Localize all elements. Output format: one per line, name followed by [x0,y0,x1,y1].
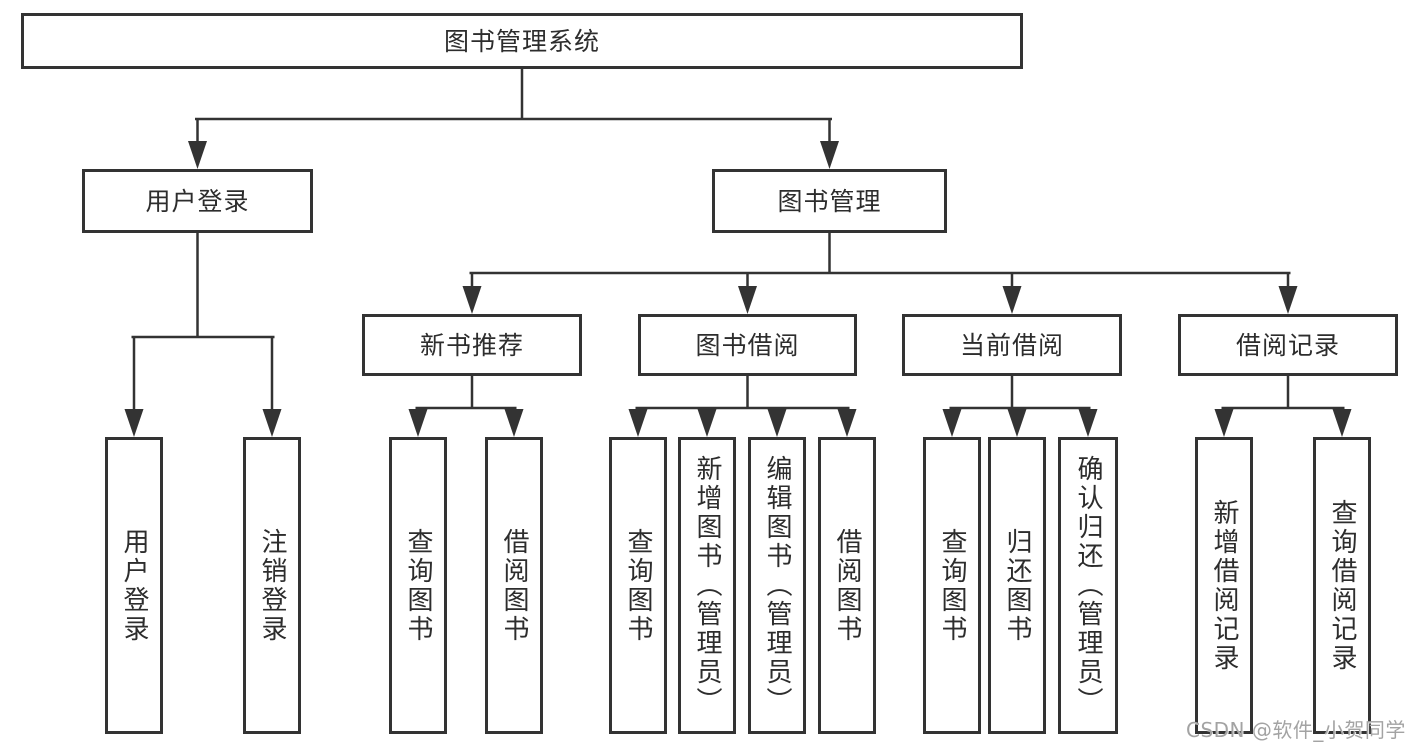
diagram-node-cb-confirm-return: 确认归还（管理员） [1058,437,1118,734]
arrowhead [262,409,282,437]
node-label-cb-confirm-return: 确认归还（管理员） [1073,455,1103,716]
arrowhead [408,409,428,437]
node-label-bb-edit-book: 编辑图书（管理员） [762,455,792,716]
arrowhead [942,409,962,437]
diagram-node-current-borrow: 当前借阅 [902,314,1122,376]
node-label-new-book-rec: 新书推荐 [419,330,524,360]
arrowhead [1007,409,1027,437]
node-label-cb-query-book: 查询图书 [937,527,967,644]
node-label-br-query-record: 查询借阅记录 [1327,498,1357,673]
diagram-node-cb-return-book: 归还图书 [988,437,1046,734]
diagram-node-cb-query-book: 查询图书 [923,437,981,734]
arrowhead [188,141,207,169]
arrowhead [124,409,144,437]
node-label-borrow-record: 借阅记录 [1235,330,1340,360]
diagram-node-nb-borrow-book: 借阅图书 [485,437,543,734]
node-label-current-borrow: 当前借阅 [959,330,1064,360]
node-label-book-borrow: 图书借阅 [695,330,800,360]
node-label-op-logout: 注销登录 [257,527,287,644]
node-label-nb-query-book: 查询图书 [403,527,433,644]
arrowhead [837,409,857,437]
node-label-root: 图书管理系统 [443,26,600,56]
arrowhead [1278,286,1298,314]
diagram-node-br-query-record: 查询借阅记录 [1313,437,1371,734]
arrowhead [1078,409,1098,437]
node-label-bb-query-book: 查询图书 [623,527,653,644]
diagram-node-nb-query-book: 查询图书 [389,437,447,734]
node-label-user-login: 用户登录 [145,186,250,216]
node-label-op-user-login: 用户登录 [119,527,149,644]
watermark: CSDN @软件_小贺同学 [1186,718,1405,742]
node-label-book-mgmt: 图书管理 [777,186,882,216]
node-label-cb-return-book: 归还图书 [1002,527,1032,644]
arrowhead [1002,286,1022,314]
arrowhead [504,409,524,437]
diagram-node-borrow-record: 借阅记录 [1178,314,1398,376]
diagram-node-root: 图书管理系统 [21,13,1023,69]
arrowhead [738,286,757,314]
diagram-node-new-book-rec: 新书推荐 [362,314,582,376]
arrowhead [462,286,482,314]
arrowhead [697,409,717,437]
diagram-node-user-login: 用户登录 [82,169,313,233]
arrowhead [820,141,839,169]
arrowhead [1214,409,1234,437]
diagram-node-op-logout: 注销登录 [243,437,301,734]
diagram-node-book-mgmt: 图书管理 [712,169,947,233]
arrowhead [767,409,787,437]
node-label-nb-borrow-book: 借阅图书 [499,527,529,644]
node-label-br-add-record: 新增借阅记录 [1209,498,1239,673]
arrowhead [1332,409,1352,437]
diagram-node-bb-query-book: 查询图书 [609,437,667,734]
diagram-node-bb-borrow-book: 借阅图书 [818,437,876,734]
diagram-node-op-user-login: 用户登录 [105,437,163,734]
arrowhead [628,409,648,437]
diagram-node-br-add-record: 新增借阅记录 [1195,437,1253,734]
node-label-bb-borrow-book: 借阅图书 [832,527,862,644]
diagram-node-bb-edit-book: 编辑图书（管理员） [748,437,806,734]
diagram-node-bb-add-book: 新增图书（管理员） [678,437,736,734]
node-label-bb-add-book: 新增图书（管理员） [692,455,722,716]
diagram-node-book-borrow: 图书借阅 [638,314,857,376]
